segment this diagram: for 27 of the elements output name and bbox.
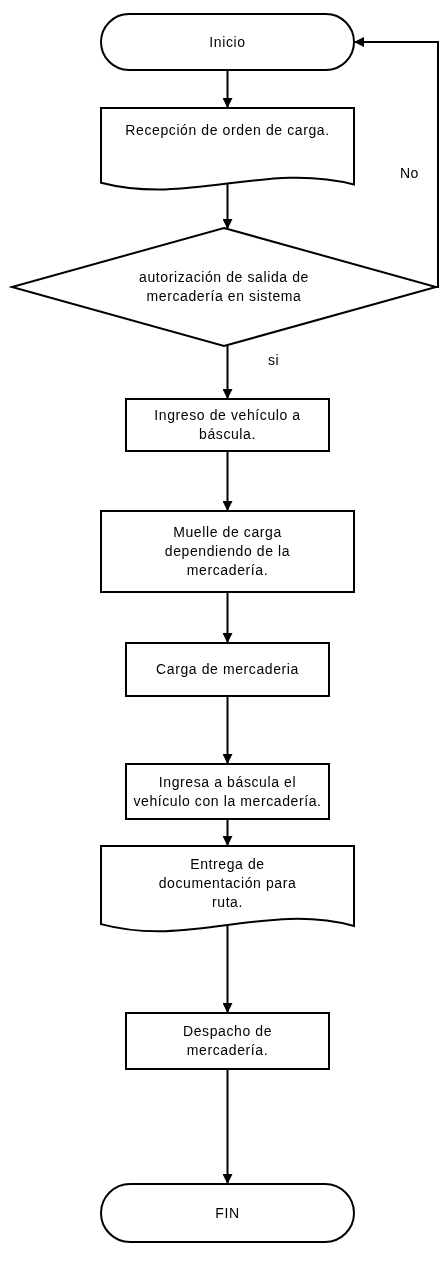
arrow (222, 70, 233, 108)
process-box (125, 763, 330, 820)
arrow (222, 819, 233, 846)
step-text: Inicio (209, 32, 246, 52)
arrow (222, 182, 233, 229)
step-text: autorización de salida de mercadería en sistema (138, 268, 310, 306)
arrow (222, 451, 233, 511)
process-box (100, 510, 355, 593)
arrow (222, 696, 233, 764)
step-text: Despacho de mercadería. (181, 1022, 274, 1060)
arrow (222, 345, 233, 399)
step-text: Ingresa a báscula el vehículo con la mercadería. (133, 772, 322, 811)
terminal-shape (100, 1183, 355, 1243)
arrow (222, 592, 233, 643)
process-box (125, 1012, 330, 1070)
process-box (125, 398, 330, 452)
arrow (354, 37, 439, 288)
arrow (222, 924, 233, 1013)
step-text: FIN (215, 1203, 240, 1223)
step-text: Carga de mercaderia (156, 660, 299, 679)
process-box (125, 642, 330, 697)
step-text: Muelle de carga dependiendo de la mercadería. (163, 523, 292, 580)
step-text: Recepción de orden de carga. (125, 121, 330, 140)
terminal-shape (100, 13, 355, 71)
step-text: Ingreso de vehículo a báscula. (153, 406, 302, 444)
step-text: Entrega de documentación para ruta. (157, 855, 298, 912)
arrow (222, 1069, 233, 1184)
